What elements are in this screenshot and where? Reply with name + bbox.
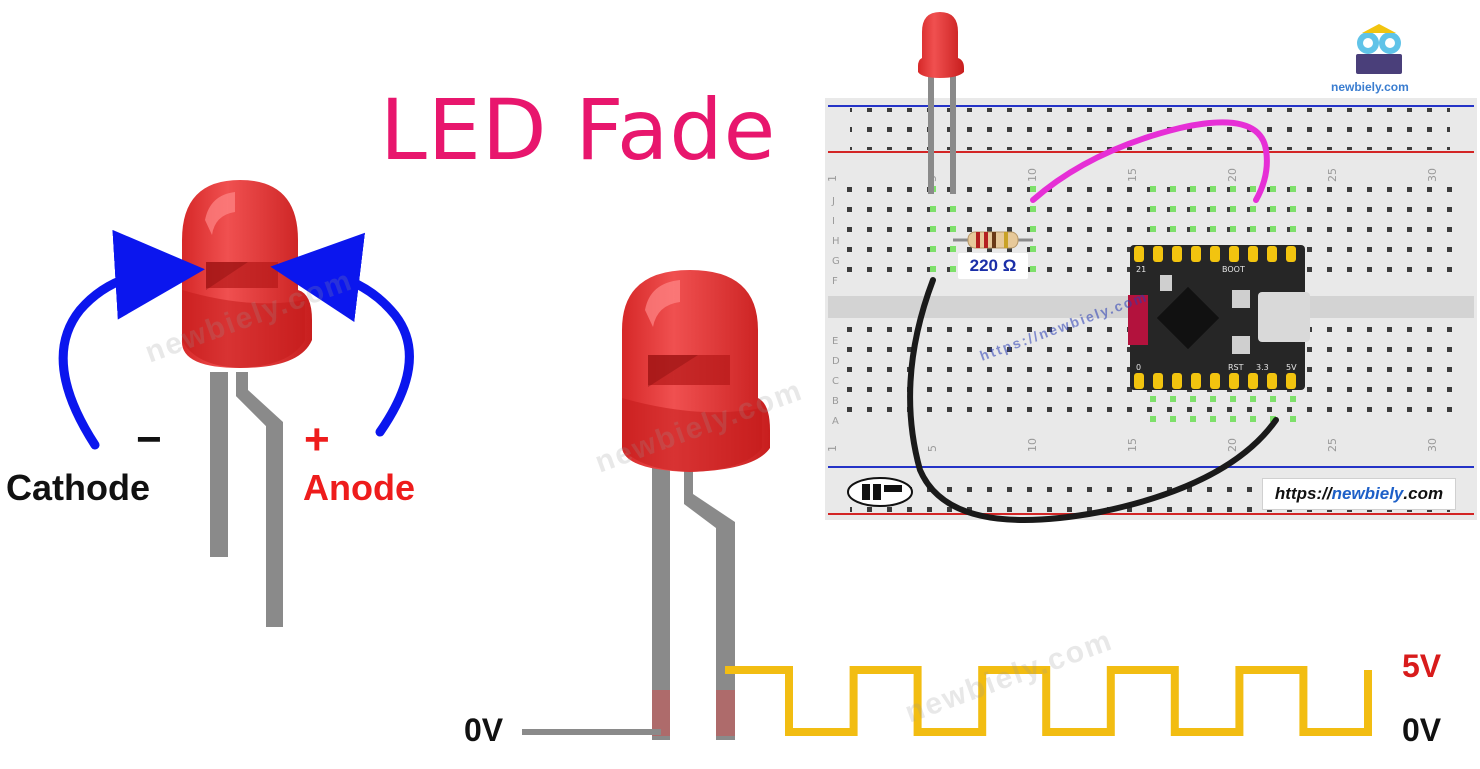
row-letter-e: E xyxy=(832,336,838,347)
pwm-high-voltage-label: 5V xyxy=(1402,648,1442,684)
black-wire xyxy=(907,277,1279,523)
cathode-minus-sign: − xyxy=(136,415,162,464)
board-label-5v: 5V xyxy=(1286,363,1297,372)
col-number-bottom-10: 10 xyxy=(1026,438,1039,452)
col-number-top-30: 30 xyxy=(1426,168,1439,182)
url-prefix: https:// xyxy=(1274,484,1332,503)
col-number-bottom-5: 5 xyxy=(926,445,939,452)
led-icon-middle xyxy=(622,270,770,740)
board-label-gnd: 0 xyxy=(1136,363,1141,372)
url-suffix: .com xyxy=(1403,484,1444,503)
cathode-arrow-icon xyxy=(58,229,205,450)
col-number-top-15: 15 xyxy=(1126,168,1139,182)
board-label-3v3: 3.3 xyxy=(1256,363,1269,372)
row-letter-j: J xyxy=(831,196,835,207)
row-letter-b: B xyxy=(832,396,839,407)
row-letter-g: G xyxy=(832,256,840,267)
board-label-21: 21 xyxy=(1136,265,1146,274)
resistor-value-label: 220 Ω xyxy=(958,253,1028,279)
board-label-rst: RST xyxy=(1228,363,1244,372)
logo-text: newbiely.com xyxy=(1331,80,1409,94)
row-letter-i: I xyxy=(832,216,835,227)
anode-plus-sign: + xyxy=(304,415,330,464)
board-label-boot: BOOT xyxy=(1222,265,1245,274)
col-number-top-10: 10 xyxy=(1026,168,1039,182)
col-number-bottom-25: 25 xyxy=(1326,438,1339,452)
cathode-label: Cathode xyxy=(6,467,150,508)
row-letter-f: F xyxy=(832,276,838,287)
pink-wire xyxy=(1030,119,1270,203)
anode-label: Anode xyxy=(303,467,415,508)
row-letter-d: D xyxy=(832,356,840,367)
ground-voltage-label: 0V xyxy=(464,712,504,748)
anode-arrow-icon xyxy=(270,232,414,437)
pwm-signal-wave xyxy=(725,666,1372,736)
col-number-bottom-15: 15 xyxy=(1126,438,1139,452)
diy-ables-logo-icon xyxy=(847,477,913,507)
col-number-bottom-1: 1 xyxy=(826,445,839,452)
pwm-low-voltage-label: 0V xyxy=(1402,712,1442,748)
col-number-bottom-20: 20 xyxy=(1226,438,1239,452)
led-icon-small xyxy=(918,12,964,194)
col-number-top-1: 1 xyxy=(826,175,839,182)
led-icon-left xyxy=(181,180,312,627)
row-letter-c: C xyxy=(832,376,839,387)
url-domain: newbiely xyxy=(1331,484,1404,503)
col-number-top-25: 25 xyxy=(1326,168,1339,182)
row-letter-h: H xyxy=(832,236,840,247)
page-title: LED Fade xyxy=(380,81,777,179)
owl-laptop-logo-icon xyxy=(1356,24,1402,74)
resistor-icon xyxy=(953,231,1033,249)
row-letter-a: A xyxy=(832,416,839,427)
website-url: https://newbiely.com xyxy=(1262,478,1456,510)
col-number-bottom-30: 30 xyxy=(1426,438,1439,452)
col-number-top-20: 20 xyxy=(1226,168,1239,182)
microcontroller-board-icon: BOOT RST 3.3 5V 0 21 xyxy=(1128,245,1310,390)
